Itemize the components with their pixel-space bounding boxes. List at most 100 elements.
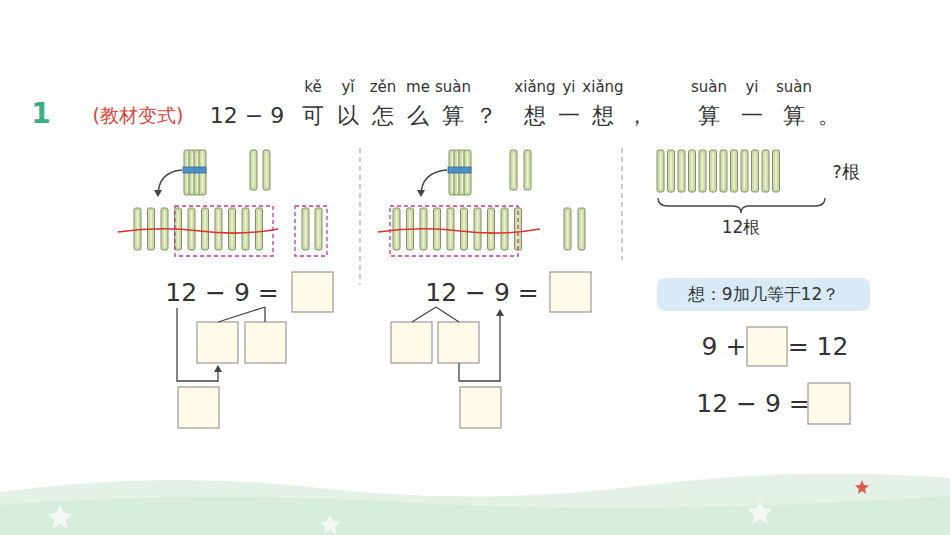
pinyin: yǐ [341,79,354,96]
bundle-band [183,167,206,173]
ground-wave [0,474,950,535]
stick-shine [681,153,683,189]
pinyin: me [406,79,430,96]
hint-text: 想：9加几等于12？ [688,283,839,306]
source-tag: (教材变式) [93,105,184,127]
stick [689,150,696,192]
stick [188,208,195,250]
stick [564,208,571,250]
pinyin: suàn [776,79,812,96]
stick-shine [463,211,465,247]
problem-char: 想 [592,103,614,128]
equation: 12 − 9 = [696,390,809,419]
pinyin: suàn [691,79,727,96]
problem-char: 一 [741,103,763,128]
curved-arrow [421,170,447,196]
stick-shine [218,211,220,247]
sticks [134,150,780,250]
equation: 9 + [702,333,747,362]
brace [658,198,825,213]
equation: = 12 [788,333,849,362]
problem-char: 可 [302,103,324,128]
stick [578,208,585,250]
stick [250,150,257,190]
stick-shine [318,211,320,247]
problem-char: 一 [558,103,580,128]
problem-char: 怎 [372,103,394,128]
stick [524,150,531,190]
stick-shine [527,153,529,187]
problem-char: 么 [407,103,429,128]
stick [474,208,481,250]
stick [510,150,517,190]
stick-shine [754,153,756,189]
stick-shine [231,211,233,247]
stick-shine [504,211,506,247]
star-decor [47,500,773,534]
stick-shine [245,211,247,247]
problem-number: 1 [31,98,50,130]
stick-shine [191,211,193,247]
problem-char: 算 [783,103,805,128]
stick-shine [670,153,672,189]
equation: 12 − 9 = [165,279,278,308]
dashed-group [295,206,327,256]
stick-shine [691,153,693,189]
stick-shine [477,211,479,247]
quantity-label: 12根 [722,218,761,238]
pinyin: yi [562,79,575,96]
stick [731,150,738,192]
bundle-band [448,167,471,173]
stick-shine [396,211,398,247]
stick [215,208,222,250]
problem-char: 算 [698,103,720,128]
stick [263,150,270,190]
equation: 12 − 9 = [425,279,538,308]
quantity-label: ?根 [832,162,860,183]
stick-shine [702,153,704,189]
stick [720,150,727,192]
stick [741,150,748,192]
red-line [118,229,278,233]
stick-shine [712,153,714,189]
dashed-group [175,206,273,256]
stick [668,150,675,192]
stick [678,150,685,192]
stick [202,208,209,250]
stick-shine [490,211,492,247]
stick [657,150,664,192]
hint-box: 想：9加几等于12？ [657,278,870,311]
split-line [177,307,500,381]
stick-shine [266,153,268,187]
stick-shine [775,153,777,189]
stick [302,208,309,250]
stick [699,150,706,192]
problem-char: ， [626,103,648,128]
stick-shine [733,153,735,189]
stick [488,208,495,250]
stick-shine [253,153,255,187]
stick [752,150,759,192]
stick-shine [567,211,569,247]
dashed-group [390,206,518,256]
stick [315,208,322,250]
stick [229,208,236,250]
divider [621,148,622,260]
stick [762,150,769,192]
answer-box [178,272,850,428]
red-star [855,480,869,494]
pinyin: kě [304,79,321,96]
stick-shine [581,211,583,247]
problem-expression: 12 − 9 [210,103,284,128]
ground-wave [0,496,950,535]
stick [242,208,249,250]
problem-char: 。 [818,103,840,128]
stick-shine [513,153,515,187]
pinyin: xiǎng [582,79,623,96]
curved-arrow [158,170,182,196]
stick-shine [723,153,725,189]
stick [461,208,468,250]
divider [359,148,360,285]
stick-shine [765,153,767,189]
stick-shine [305,211,307,247]
